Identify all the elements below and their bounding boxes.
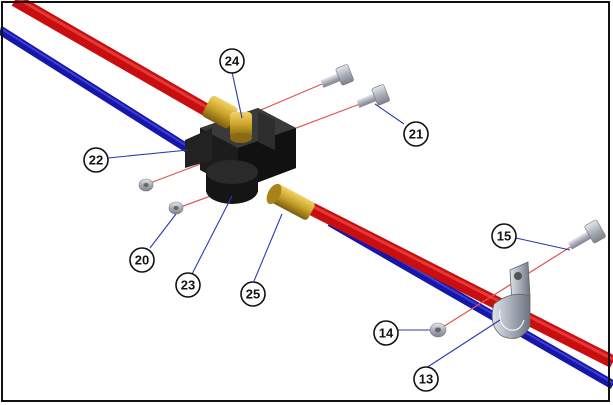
elbow-fitting: [202, 95, 252, 143]
leader-lines: [107, 71, 571, 369]
bolt-lower: [356, 84, 390, 108]
callout-22-label: 22: [89, 153, 103, 168]
straight-fitting: [266, 183, 315, 220]
callout-22: 22: [83, 147, 109, 173]
callout-13-label: 13: [419, 372, 433, 387]
callout-24: 24: [219, 48, 245, 74]
callout-14: 14: [373, 320, 399, 346]
callout-20-label: 20: [135, 253, 149, 268]
callout-25: 25: [240, 281, 266, 307]
bolt-upper: [320, 64, 354, 88]
clamp-bolt: [568, 219, 606, 250]
callout-23-label: 23: [181, 278, 195, 293]
clamp-nut: [429, 322, 447, 338]
callout-15: 15: [491, 223, 517, 249]
callout-21-label: 21: [409, 127, 423, 142]
hose-clamp: [491, 261, 531, 339]
nut-upper: [138, 178, 154, 192]
callout-15-label: 15: [497, 229, 511, 244]
callout-21: 21: [403, 121, 429, 147]
callouts: 24 21 22 20 23 25 15 14: [83, 48, 517, 392]
callout-24-label: 24: [225, 54, 240, 69]
nut-lower: [168, 201, 184, 215]
callout-20: 20: [129, 247, 155, 273]
callout-23: 23: [175, 272, 201, 298]
callout-13: 13: [413, 366, 439, 392]
red-hose: [11, 0, 613, 368]
callout-14-label: 14: [379, 326, 394, 341]
callout-25-label: 25: [246, 287, 260, 302]
